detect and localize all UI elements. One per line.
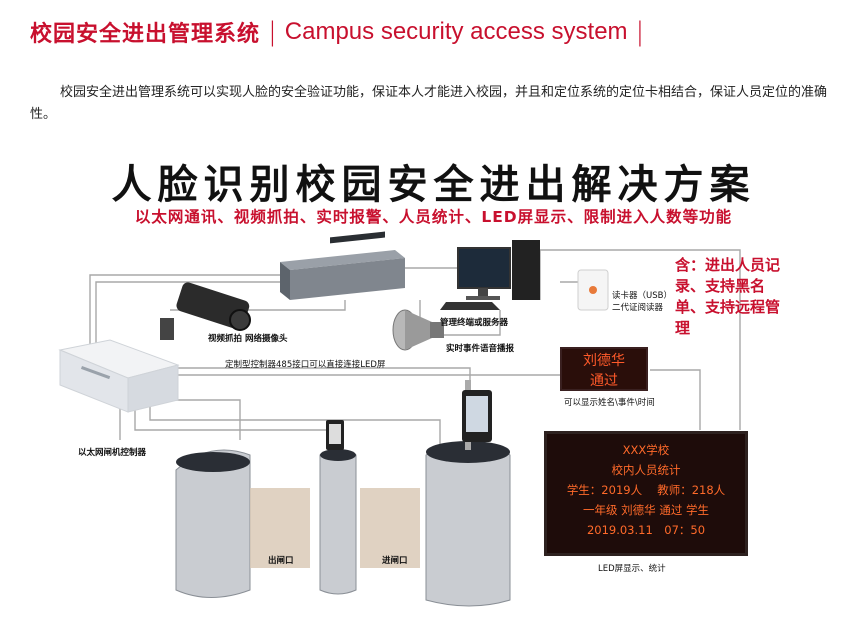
server-label: 管理终端或服务器 [440,318,509,328]
controller-note-label: 定制型控制器485接口可以直接连接LED屏 [225,360,386,370]
speaker-label: 实时事件语音播报 [446,344,515,354]
reader-label: 读卡器（USB） 二代证阅读器 [612,291,672,313]
server-computer-icon [440,240,540,310]
led-big-caption: LED屏显示、统计 [598,564,666,574]
header-divider-end: | [635,17,645,47]
header-title-zh: 校园安全进出管理系统 [30,22,261,47]
turnstile-left-icon [175,449,310,598]
exit-label: 出闸口 [268,556,294,566]
diagram-title: 人脸识别校园安全进出解决方案 [111,162,756,208]
controller-label: 以太网闸机控制器 [78,448,147,458]
header-title-en: Campus security access system [284,18,628,45]
card-reader-icon [577,269,609,311]
led-small-line: 通过 [590,373,618,389]
network-switch-icon [280,231,405,300]
gate-controller-icon [58,339,180,413]
led-big-line: 一年级 刘德华 通过 学生 [583,503,709,517]
led-small-line: 刘德华 [583,353,625,369]
header-divider: | [268,17,277,47]
led-big-line: 学生：2019人 教师：218人 [566,483,726,497]
led-big-line: 2019.03.11 07：50 [586,523,706,537]
led-big-line: XXX学校 [622,443,670,457]
led-big-screen: XXX学校 校内人员统计 学生：2019人 教师：218人 一年级 刘德华 通过… [544,431,748,556]
feature-note: 含：进出人员记录、支持黑名单、支持远程管理 [675,256,781,337]
entrance-label: 进闸口 [382,556,408,566]
diagram-subtitle: 以太网通讯、视频抓拍、实时报警、人员统计、LED屏显示、限制进入人数等功能 [134,208,733,226]
speaker-horn-icon [392,309,444,351]
intro-paragraph: 校园安全进出管理系统可以实现人脸的安全验证功能，保证本人才能进入校园，并且和定位… [30,85,828,122]
turnstile-middle-icon [319,420,420,595]
led-big-line: 校内人员统计 [611,463,681,477]
network-camera-icon [160,282,251,340]
turnstile-right-icon [425,380,511,607]
header: 校园安全进出管理系统 | Campus security access syst… [30,14,652,50]
led-small-caption: 可以显示姓名\事件\时间 [564,398,655,408]
camera-label: 视频抓拍 网络摄像头 [208,334,288,344]
led-small-screen: 刘德华 通过 [560,347,648,391]
